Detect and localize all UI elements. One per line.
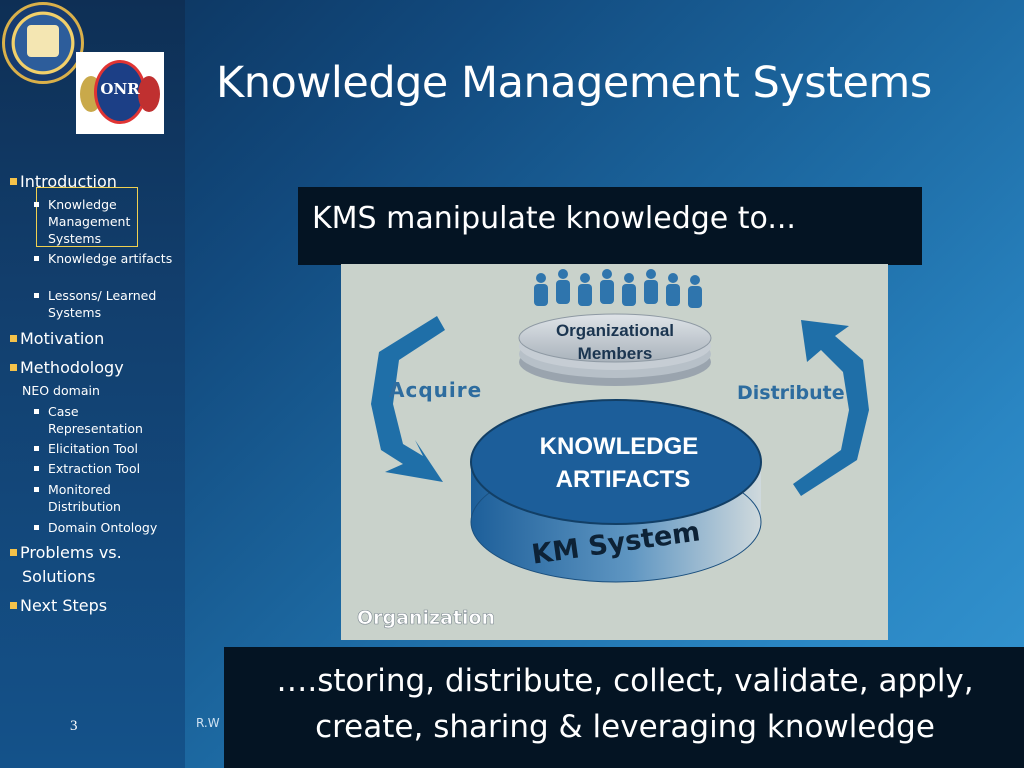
square-bullet-icon bbox=[34, 256, 39, 261]
top-callout-text: KMS manipulate knowledge to... bbox=[312, 201, 796, 236]
square-bullet-icon bbox=[34, 525, 39, 530]
members-platform bbox=[518, 313, 712, 386]
kms-diagram-svg: Organizational Members Acquire Distribut… bbox=[357, 269, 869, 629]
square-bullet-icon bbox=[34, 409, 39, 414]
onr-logo-text: ONR bbox=[100, 80, 140, 98]
nav-sub-kms[interactable]: Knowledge Management Systems bbox=[34, 196, 174, 247]
nav-sub-case[interactable]: Case Representation bbox=[34, 403, 174, 437]
members-label-line2: Members bbox=[578, 344, 653, 363]
square-bullet-icon bbox=[34, 466, 39, 471]
square-bullet-icon bbox=[34, 487, 39, 492]
organization-label: Organization bbox=[357, 607, 495, 629]
page-number: 3 bbox=[70, 718, 78, 734]
bottom-callout-line1: ….storing, distribute, collect, validate… bbox=[276, 663, 974, 699]
nav-sub-monitored[interactable]: Monitored Distribution bbox=[34, 481, 174, 515]
square-bullet-icon bbox=[34, 202, 39, 207]
km-system-cylinder bbox=[470, 399, 762, 583]
nav-item-problems-line2[interactable]: Solutions bbox=[22, 567, 96, 586]
nav-sub-artifacts[interactable]: Knowledge artifacts bbox=[34, 250, 174, 267]
people-group-icon bbox=[534, 269, 702, 308]
nav-neo-domain[interactable]: NEO domain bbox=[22, 383, 100, 398]
current-section-highlight bbox=[36, 187, 138, 247]
square-bullet-icon bbox=[10, 178, 17, 185]
square-bullet-icon bbox=[10, 549, 17, 556]
bottom-callout-line2: create, sharing & leveraging knowledge bbox=[315, 709, 935, 745]
square-bullet-icon bbox=[10, 602, 17, 609]
square-bullet-icon bbox=[34, 446, 39, 451]
top-callout-box: KMS manipulate knowledge to... bbox=[298, 187, 922, 265]
nav-item-next-steps[interactable]: Next Steps bbox=[10, 594, 107, 618]
nav-sub-ontology[interactable]: Domain Ontology bbox=[34, 519, 174, 536]
navy-seal-logo bbox=[2, 2, 84, 84]
square-bullet-icon bbox=[10, 364, 17, 371]
nav-item-motivation[interactable]: Motivation bbox=[10, 327, 104, 351]
acquire-arrow-icon bbox=[371, 316, 445, 482]
nav-item-introduction[interactable]: Introduction bbox=[10, 170, 117, 194]
kms-diagram: Organizational Members Acquire Distribut… bbox=[341, 264, 888, 640]
members-label-line1: Organizational bbox=[556, 321, 674, 340]
distribute-label: Distribute bbox=[737, 382, 845, 404]
artifacts-label-line1: KNOWLEDGE bbox=[540, 433, 699, 460]
distribute-arrow-icon bbox=[793, 320, 869, 496]
artifacts-label-line2: ARTIFACTS bbox=[556, 466, 691, 493]
square-bullet-icon bbox=[34, 293, 39, 298]
footer-text: R.W bbox=[196, 716, 220, 730]
nav-sub-elicitation[interactable]: Elicitation Tool bbox=[34, 440, 174, 457]
bottom-callout-box: ….storing, distribute, collect, validate… bbox=[224, 647, 1024, 768]
nav-item-methodology[interactable]: Methodology bbox=[10, 356, 124, 380]
nav-sub-extraction[interactable]: Extraction Tool bbox=[34, 460, 174, 477]
nav-item-problems[interactable]: Problems vs. bbox=[10, 541, 122, 565]
onr-logo: ONR bbox=[76, 52, 164, 134]
slide-title: Knowledge Management Systems bbox=[216, 58, 932, 108]
acquire-label: Acquire bbox=[389, 378, 482, 402]
nav-sub-lessons[interactable]: Lessons/ Learned Systems bbox=[34, 287, 174, 321]
square-bullet-icon bbox=[10, 335, 17, 342]
